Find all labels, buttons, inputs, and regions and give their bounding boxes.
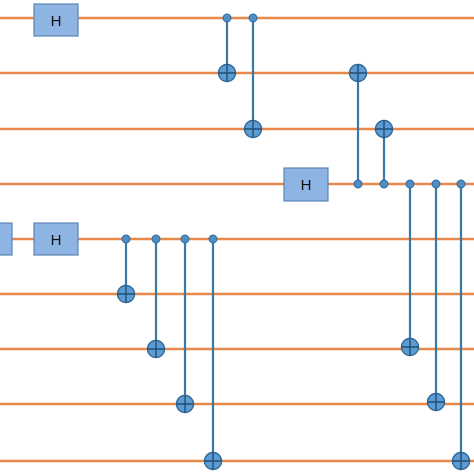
- cnot-gate-q3-q6: [400, 179, 420, 357]
- control-dot: [180, 234, 190, 244]
- target-xor-icon: [426, 392, 446, 412]
- control-dot: [379, 179, 389, 189]
- target-xor-icon: [203, 451, 223, 471]
- cnot-gate-q4-q6: [146, 234, 166, 359]
- cnot-gate-q3-q8: [451, 179, 471, 471]
- control-dot: [222, 13, 232, 23]
- target-xor-icon: [175, 394, 195, 414]
- target-xor-icon: [348, 63, 368, 83]
- cnot-gate-q4-q5: [116, 234, 136, 304]
- hadamard-gate-q0: H: [33, 3, 79, 37]
- hadamard-gate-box: [33, 222, 79, 256]
- control-dot: [208, 234, 218, 244]
- cnot-gate-q4-q7: [175, 234, 195, 414]
- hadamard-gate-box: [33, 3, 79, 37]
- target-xor-icon: [374, 119, 394, 139]
- hadamard-label: H: [51, 232, 62, 249]
- control-dot: [151, 234, 161, 244]
- control-dot: [456, 179, 466, 189]
- hadamard-gate-q4: H: [33, 222, 79, 256]
- cnot-gate-q3-q1: [348, 63, 368, 189]
- target-xor-icon: [451, 451, 471, 471]
- hadamard-gate-q3: H: [283, 167, 329, 202]
- hadamard-label: H: [51, 13, 62, 30]
- cnot-gate-q0-q1: [217, 13, 237, 83]
- cnot-gate-q4-q8: [203, 234, 223, 471]
- cnot-gate-q3-q7: [426, 179, 446, 412]
- hadamard-gate-box: [283, 167, 329, 202]
- target-xor-icon: [243, 119, 263, 139]
- control-dot: [248, 13, 258, 23]
- hadamard-label: H: [301, 177, 312, 194]
- control-dot: [353, 179, 363, 189]
- control-dot: [121, 234, 131, 244]
- control-dot: [405, 179, 415, 189]
- target-xor-icon: [116, 284, 136, 304]
- cropped-gate: [0, 222, 13, 256]
- target-xor-icon: [146, 339, 166, 359]
- control-dot: [431, 179, 441, 189]
- qubit-wires: [0, 16, 474, 463]
- target-xor-icon: [217, 63, 237, 83]
- cnot-gate-q0-q2: [243, 13, 263, 139]
- target-xor-icon: [400, 337, 420, 357]
- cnot-gate-q3-q2: [374, 119, 394, 189]
